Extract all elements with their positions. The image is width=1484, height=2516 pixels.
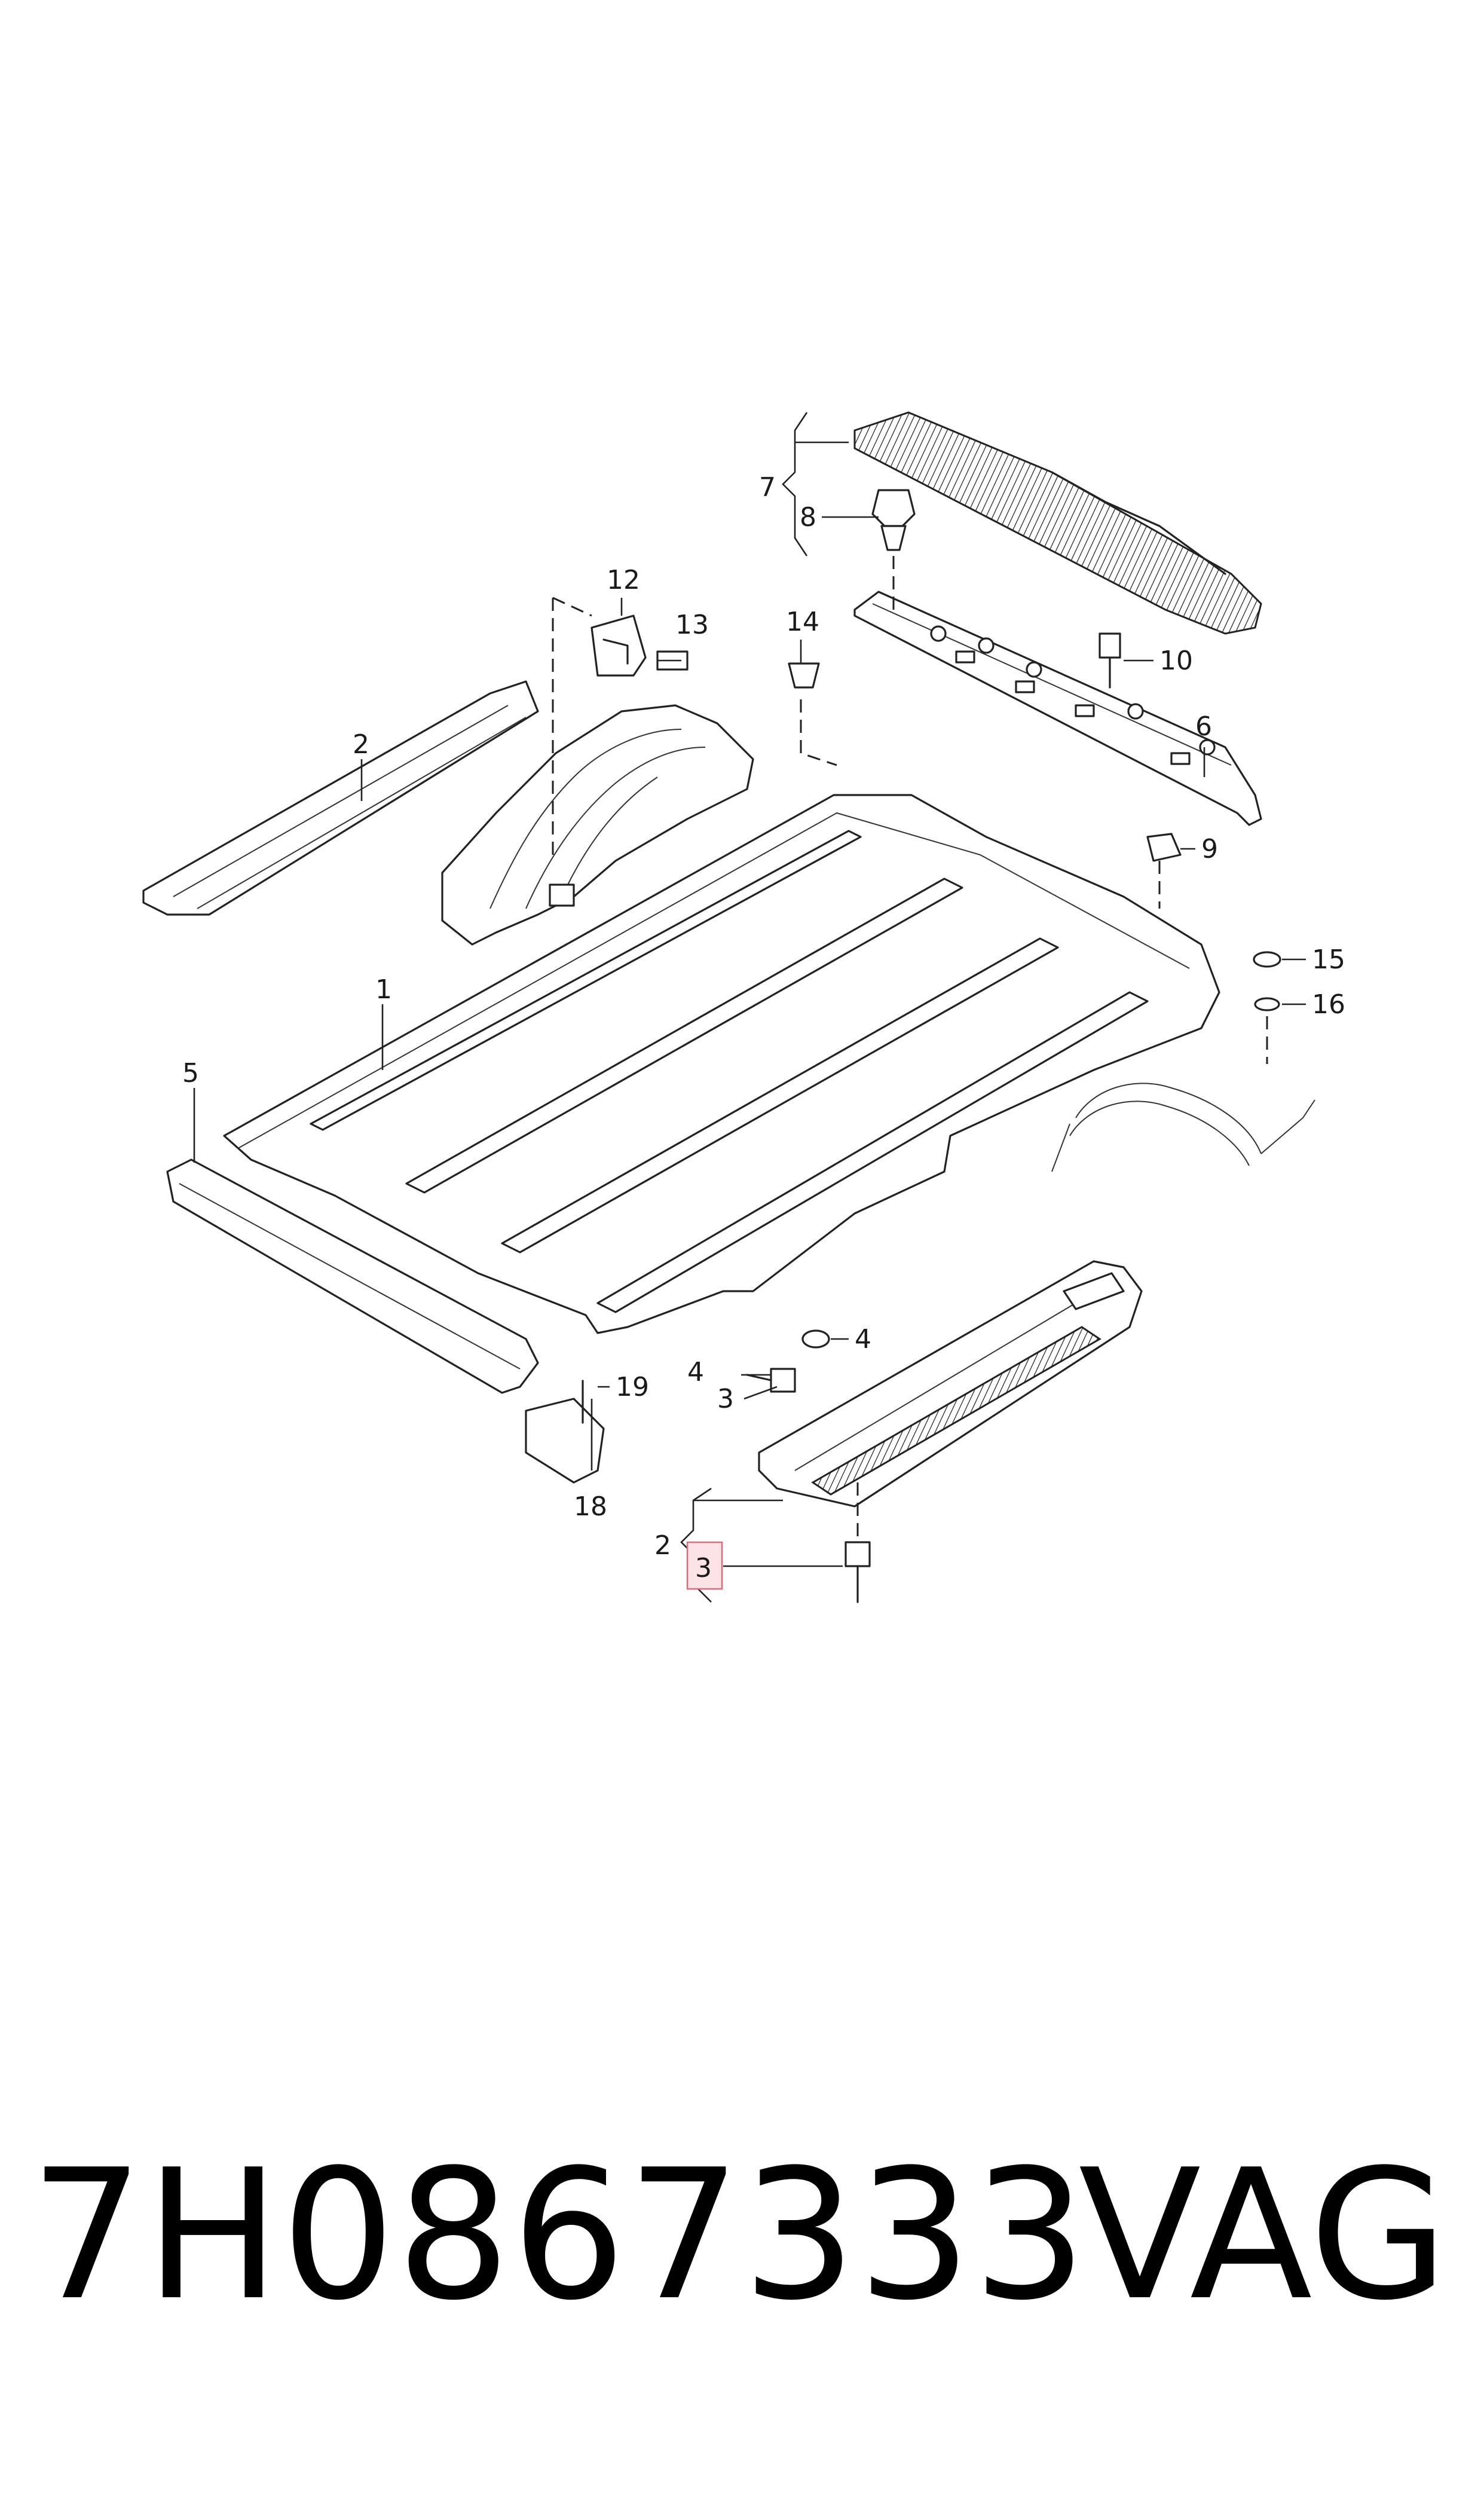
callout-15: 15 bbox=[1312, 944, 1345, 975]
grommet-part-4 bbox=[801, 1329, 830, 1349]
callout-2-bottom: 2 bbox=[654, 1530, 671, 1561]
callout-5: 5 bbox=[182, 1058, 199, 1089]
callout-19: 19 bbox=[616, 1372, 649, 1402]
parts-diagram-canvas: 1 2 2 3 3 4 4 5 6 7 8 9 10 12 13 14 15 1… bbox=[142, 411, 1345, 1603]
screw-part-3-bottom bbox=[844, 1541, 871, 1603]
parts-diagram: 1 2 2 3 3 4 4 5 6 7 8 9 10 12 13 14 15 1… bbox=[142, 411, 1345, 1603]
callout-2-left: 2 bbox=[353, 729, 369, 760]
callout-14: 14 bbox=[786, 607, 819, 637]
sill-panel-part-5 bbox=[166, 1158, 539, 1394]
cover-part-7 bbox=[853, 411, 1262, 635]
callout-18: 18 bbox=[574, 1491, 607, 1522]
fastener-part-9 bbox=[1146, 833, 1182, 862]
callout-3-highlighted: 3 bbox=[695, 1553, 712, 1583]
callout-labels: 1 2 2 3 3 4 4 5 6 7 8 9 10 12 13 14 15 1… bbox=[182, 472, 1345, 1583]
callout-7: 7 bbox=[759, 472, 776, 503]
bracket-part-12 bbox=[590, 615, 647, 677]
cross-member-part-6 bbox=[853, 591, 1262, 826]
washer-part-16 bbox=[1254, 997, 1280, 1011]
callout-13: 13 bbox=[675, 610, 709, 640]
callout-10: 10 bbox=[1159, 646, 1193, 676]
callout-4-left: 4 bbox=[687, 1357, 704, 1387]
callout-3-upper: 3 bbox=[717, 1384, 734, 1414]
plug-part-14 bbox=[788, 662, 820, 689]
part-number: 7H0867333 bbox=[30, 2131, 1088, 2340]
callout-16: 16 bbox=[1312, 989, 1345, 1020]
leader-lines bbox=[193, 412, 1306, 1603]
screw-part-10 bbox=[1099, 632, 1121, 689]
step-trim-part-2 bbox=[758, 1260, 1143, 1508]
brand-name: VAG bbox=[1078, 2131, 1448, 2340]
callout-6: 6 bbox=[1195, 711, 1212, 742]
floor-panel-part-1 bbox=[223, 794, 1315, 1334]
footer: 7H0867333 VAG bbox=[0, 2128, 1484, 2379]
callout-8: 8 bbox=[800, 502, 816, 533]
screw-part-15 bbox=[1253, 951, 1281, 968]
highlighted-callout-box bbox=[686, 1541, 723, 1590]
callout-12: 12 bbox=[607, 565, 640, 595]
bracket-part-18 bbox=[525, 1398, 605, 1484]
callout-9: 9 bbox=[1201, 834, 1218, 864]
clip-part-8 bbox=[871, 489, 916, 551]
callout-1: 1 bbox=[375, 974, 392, 1005]
left-trim-strip-part-2 bbox=[142, 680, 539, 916]
wheel-housing bbox=[441, 704, 754, 946]
callout-4-upper: 4 bbox=[855, 1324, 871, 1355]
assembly-lines bbox=[552, 556, 1268, 1536]
